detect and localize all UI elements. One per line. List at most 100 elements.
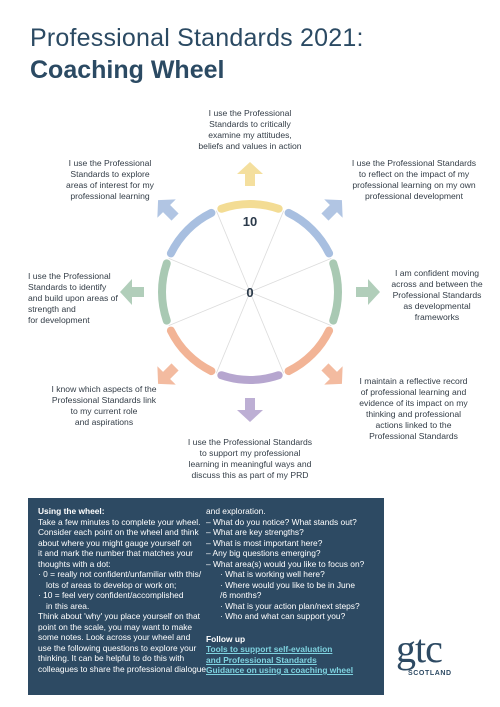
scale-max-label: 10: [243, 214, 257, 229]
follow-up-heading: Follow up: [206, 633, 246, 644]
statement-line: professional development: [365, 191, 463, 201]
wheel-arrow-bottom-right: [321, 363, 343, 385]
body-line: thinking. It can be helpful to do this w…: [38, 653, 185, 663]
body-line: colleagues to share the professional dia…: [38, 663, 207, 674]
statement-line: examine my attitudes,: [208, 130, 292, 140]
statement-line: professional learning on my own: [352, 180, 476, 190]
scale-line: · 10 = feel very confident/accomplished: [38, 590, 184, 600]
panel-sub-questions: · What is working well here?· Where woul…: [206, 569, 376, 622]
wheel-arrow-top: [237, 162, 263, 186]
statement-line: to my current role: [70, 406, 138, 416]
statement-line: and build upon areas of: [28, 293, 118, 303]
statement-line: to reflect on the impact of my: [358, 169, 470, 179]
statement-line: learning in meaningful ways and: [188, 459, 312, 469]
links-line[interactable]: Tools to support self-evaluation: [206, 644, 333, 654]
wheel-arrow-left: [120, 279, 144, 305]
wheel-spoke: [249, 291, 332, 327]
statement-line: I use the Professional: [68, 158, 152, 168]
statement-line: thinking and professional: [365, 409, 462, 419]
wheel-spoke: [168, 291, 251, 327]
subq-line: · What is working well here?: [220, 569, 325, 579]
statement-line: for development: [28, 315, 90, 325]
statement-line: I maintain a reflective record: [359, 376, 468, 386]
statement-line: areas of interest for my: [66, 180, 154, 190]
panel-body: Think about 'why' you place yourself on …: [38, 611, 210, 674]
wheel-arrow-right: [356, 279, 380, 305]
statement-line: Professional Standards: [369, 431, 458, 441]
panel-intro: Take a few minutes to complete your whee…: [38, 517, 210, 570]
questions-line: – What is most important here?: [206, 537, 323, 548]
scale-line: lots of areas to develop or work on;: [46, 579, 177, 590]
statement-line: and aspirations: [74, 417, 134, 427]
coaching-wheel: 10 0: [120, 162, 380, 422]
statement-line: Standards to critically: [209, 119, 291, 129]
title-line-2: Coaching Wheel: [30, 56, 225, 84]
statement-line: Standards to explore: [70, 169, 150, 179]
intro-line: it and mark the number that matches your: [38, 548, 194, 558]
panel-continuation: and exploration.: [206, 506, 266, 516]
wheel-segment-bottom-right: [284, 326, 334, 376]
links-line[interactable]: Guidance on using a coaching wheel: [206, 665, 354, 675]
statement-line: across and between the: [391, 279, 483, 289]
questions-line: – What do you notice? What stands out?: [206, 516, 357, 527]
intro-line: thoughts with a dot:: [38, 558, 111, 569]
intro-line: Consider each point on the wheel and thi…: [38, 527, 199, 537]
logo-text: gtc: [396, 626, 443, 671]
panel-scale: · 0 = really not confident/unfamiliar wi…: [38, 569, 210, 611]
wheel-arrow-top-left: [157, 199, 179, 221]
statement-line: I use the Professional: [28, 271, 111, 281]
body-line: Think about 'why' you place yourself on …: [38, 611, 200, 621]
questions-line: – What area(s) would you like to focus o…: [206, 558, 365, 569]
subq-line: /6 months?: [220, 590, 262, 600]
body-line: point on the scale, you may want to make: [38, 621, 193, 632]
wheel-arrow-bottom-left: [157, 363, 179, 385]
wheel-segment-top: [217, 200, 283, 213]
statement-line: evidence of its impact on my: [359, 398, 468, 408]
subq-line: · Who and what can support you?: [220, 611, 346, 621]
statement-line: frameworks: [414, 312, 460, 322]
usage-panel: Using the wheel: Take a few minutes to c…: [28, 498, 384, 695]
intro-line: about where you might gauge yourself on: [38, 537, 192, 548]
statement-line: I know which aspects of the: [51, 384, 157, 394]
statement-line: professional learning: [70, 191, 150, 201]
panel-heading: Using the wheel:: [38, 506, 105, 516]
statement-line: strength and: [28, 304, 76, 314]
logo-subtitle: SCOTLAND: [408, 670, 452, 677]
statement-line: to support my professional: [199, 448, 301, 458]
wheel-segment-bottom: [217, 371, 283, 384]
title-line-1: Professional Standards 2021:: [30, 24, 364, 52]
panel-column-2: and exploration. – What do you notice? W…: [206, 506, 376, 676]
wheel-spoke: [215, 210, 251, 293]
scale-center-label: 0: [246, 285, 253, 300]
statement-line: I am confident moving: [394, 268, 480, 278]
body-line: some notes. Look across your wheel and: [38, 632, 191, 642]
statement-line: Professional Standards: [392, 290, 482, 300]
wheel-segment-left: [158, 259, 171, 325]
statement-line: of professional learning and: [360, 387, 467, 397]
wheel-spoke: [249, 291, 285, 374]
statement-line: discuss this as part of my PRD: [191, 470, 309, 480]
scale-line: · 0 = really not confident/unfamiliar wi…: [38, 569, 202, 579]
wheel-arrow-bottom: [237, 398, 263, 422]
wheel-spoke: [215, 291, 251, 374]
gtc-logo: gtc SCOTLAND: [396, 628, 476, 688]
statement-line: Professional Standards link: [51, 395, 157, 405]
wheel-arrow-top-right: [321, 199, 343, 221]
wheel-spoke: [168, 257, 251, 293]
panel-questions: – What do you notice? What stands out? – …: [206, 517, 376, 570]
wheel-segment-top-right: [284, 208, 334, 258]
wheel-segment-bottom-left: [166, 326, 216, 376]
statement-line: actions linked to the: [375, 420, 452, 430]
statement-line: beliefs and values in action: [198, 141, 302, 151]
questions-line: – Any big questions emerging?: [206, 548, 321, 558]
links-line[interactable]: and Professional Standards: [206, 654, 317, 665]
statement-line: I use the Professional Standards: [351, 158, 477, 168]
